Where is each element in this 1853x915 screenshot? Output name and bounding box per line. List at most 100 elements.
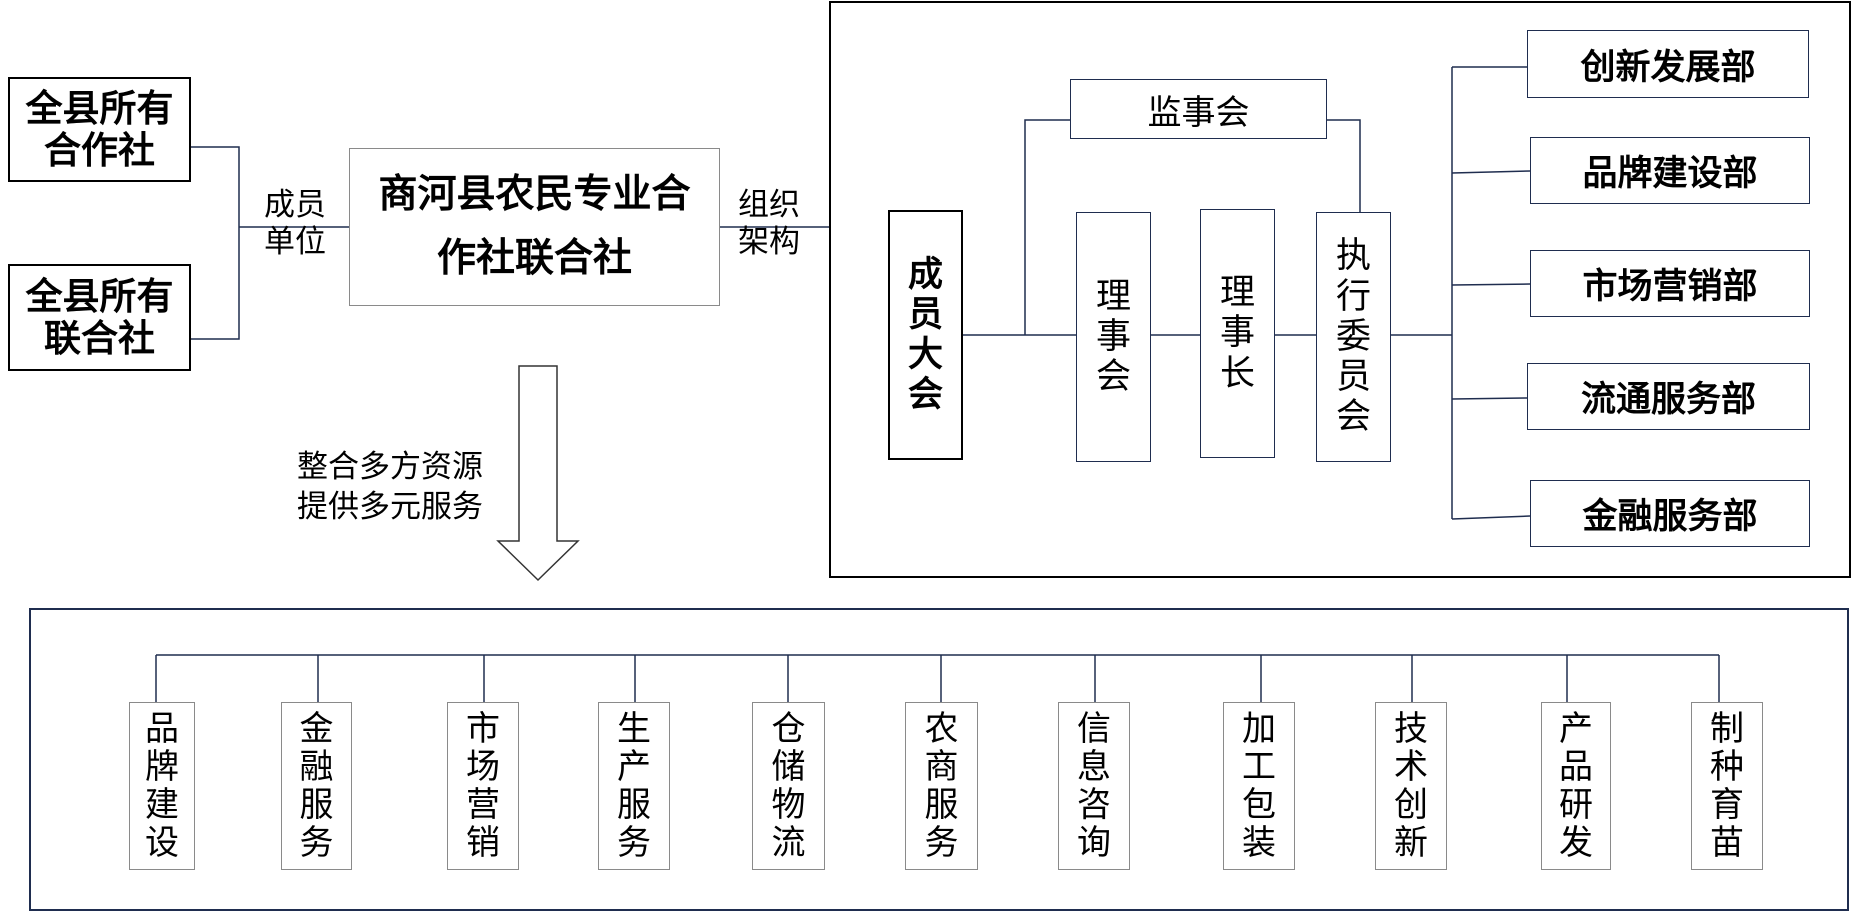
federation-main-box: 商河县农民专业合 作社联合社: [349, 148, 720, 306]
service-label-char: 服: [617, 785, 651, 825]
executive-committee-box: 执行委员会: [1316, 212, 1391, 462]
federation-main-line1: 商河县农民专业合: [378, 171, 691, 217]
board-of-directors-char: 会: [1095, 357, 1131, 398]
service-label-char: 咨: [1077, 785, 1111, 825]
integrate-resources-line2: 提供多元服务: [297, 489, 483, 526]
service-label-char: 务: [924, 823, 959, 864]
chairman-char: 理: [1219, 273, 1255, 314]
all-cooperatives-line1: 全县所有: [25, 87, 174, 131]
supervisory-board-box: 监事会: [1070, 79, 1327, 139]
service-label-char: 生: [617, 708, 651, 749]
service-box: 品牌建设: [129, 702, 195, 870]
all-cooperatives-box: 全县所有 合作社: [8, 77, 191, 182]
service-box: 产品研发: [1541, 702, 1611, 870]
service-label-char: 息: [1077, 746, 1111, 787]
dept-innovation-label: 创新发展部: [1580, 47, 1756, 88]
service-label-char: 发: [1559, 823, 1593, 864]
executive-committee-char: 员: [1335, 357, 1371, 398]
service-label-char: 设: [145, 823, 179, 864]
service-label-char: 务: [299, 823, 334, 864]
all-cooperatives-line2: 合作社: [44, 128, 155, 172]
org-structure-panel: [829, 1, 1851, 578]
supervisory-board-label: 监事会: [1147, 92, 1250, 133]
service-label-char: 创: [1394, 785, 1428, 825]
service-label-char: 务: [617, 823, 651, 864]
service-label-char: 品: [1559, 746, 1593, 787]
integrate-resources-label: 整合多方资源 提供多元服务: [280, 447, 500, 528]
service-box: 仓储物流: [752, 702, 825, 870]
org-structure-line1: 组织: [738, 187, 800, 223]
service-label-char: 装: [1242, 823, 1276, 864]
service-label-char: 农: [924, 708, 959, 749]
service-label-char: 市: [466, 708, 500, 749]
service-box: 信息咨询: [1058, 702, 1130, 870]
service-label-char: 品: [145, 708, 179, 749]
services-panel: [29, 608, 1849, 911]
chairman-char: 事: [1219, 313, 1255, 354]
member-units-label: 成员 单位: [255, 187, 335, 261]
service-label-char: 仓: [771, 708, 806, 749]
all-federations-box: 全县所有 联合社: [8, 264, 191, 371]
service-label-char: 询: [1077, 823, 1111, 864]
org-structure-line2: 架构: [738, 224, 800, 261]
service-label-char: 场: [466, 746, 500, 787]
service-box: 技术创新: [1375, 702, 1447, 870]
dept-box: 市场营销部: [1530, 250, 1810, 317]
service-box: 金融服务: [281, 702, 352, 870]
service-label-char: 工: [1242, 746, 1276, 787]
dept-box: 金融服务部: [1530, 480, 1810, 547]
service-box: 农商服务: [905, 702, 978, 870]
service-box: 生产服务: [598, 702, 670, 870]
service-label-char: 技: [1394, 708, 1428, 749]
service-box: 制种育苗: [1691, 702, 1763, 870]
service-label-char: 销: [466, 823, 500, 864]
service-label-char: 包: [1242, 785, 1276, 825]
service-label-char: 种: [1710, 746, 1744, 787]
dept-box: 创新发展部: [1527, 30, 1809, 98]
board-of-directors-char: 理: [1095, 276, 1131, 317]
service-label-char: 物: [771, 785, 806, 825]
members-assembly-char: 成: [907, 254, 943, 295]
service-label-char: 新: [1394, 823, 1428, 864]
members-assembly-box: 成员大会: [888, 210, 963, 460]
service-label-char: 研: [1559, 785, 1593, 825]
service-label-char: 储: [771, 746, 806, 787]
chairman-char: 长: [1219, 353, 1255, 394]
executive-committee-char: 会: [1335, 397, 1371, 438]
service-label-char: 服: [924, 785, 959, 825]
service-label-char: 信: [1077, 708, 1111, 749]
executive-committee-char: 执: [1335, 236, 1371, 277]
federation-main-line2: 作社联合社: [436, 236, 632, 281]
service-label-char: 建: [145, 785, 179, 825]
dept-marketing-label: 市场营销部: [1582, 267, 1758, 307]
service-box: 市场营销: [447, 702, 519, 870]
integrate-resources-line1: 整合多方资源: [297, 449, 483, 485]
member-units-line1: 成员: [264, 187, 326, 223]
service-label-char: 产: [1559, 708, 1593, 749]
members-assembly-char: 会: [907, 375, 943, 416]
board-of-directors-box: 理事会: [1076, 212, 1151, 462]
members-assembly-char: 员: [907, 294, 943, 335]
service-label-char: 术: [1394, 746, 1428, 787]
service-label-char: 营: [466, 785, 500, 825]
members-assembly-char: 大: [907, 335, 943, 375]
member-units-line2: 单位: [264, 224, 326, 261]
executive-committee-char: 行: [1335, 276, 1371, 317]
service-box: 加工包装: [1223, 702, 1295, 870]
service-label-char: 产: [617, 746, 651, 787]
service-label-char: 服: [299, 785, 334, 825]
all-federations-line2: 联合社: [44, 316, 155, 360]
service-label-char: 牌: [145, 746, 179, 787]
board-of-directors-char: 事: [1095, 316, 1131, 357]
service-label-char: 商: [924, 746, 959, 787]
dept-brand-label: 品牌建设部: [1582, 154, 1758, 194]
chairman-box: 理事长: [1200, 209, 1275, 458]
dept-circulation-label: 流通服务部: [1580, 380, 1756, 420]
dept-finance-label: 金融服务部: [1582, 497, 1758, 537]
service-label-char: 苗: [1710, 823, 1744, 864]
down-arrow-icon: [496, 365, 580, 582]
service-label-char: 金: [299, 708, 334, 749]
service-label-char: 融: [299, 746, 334, 787]
org-structure-label: 组织 架构: [729, 187, 809, 261]
